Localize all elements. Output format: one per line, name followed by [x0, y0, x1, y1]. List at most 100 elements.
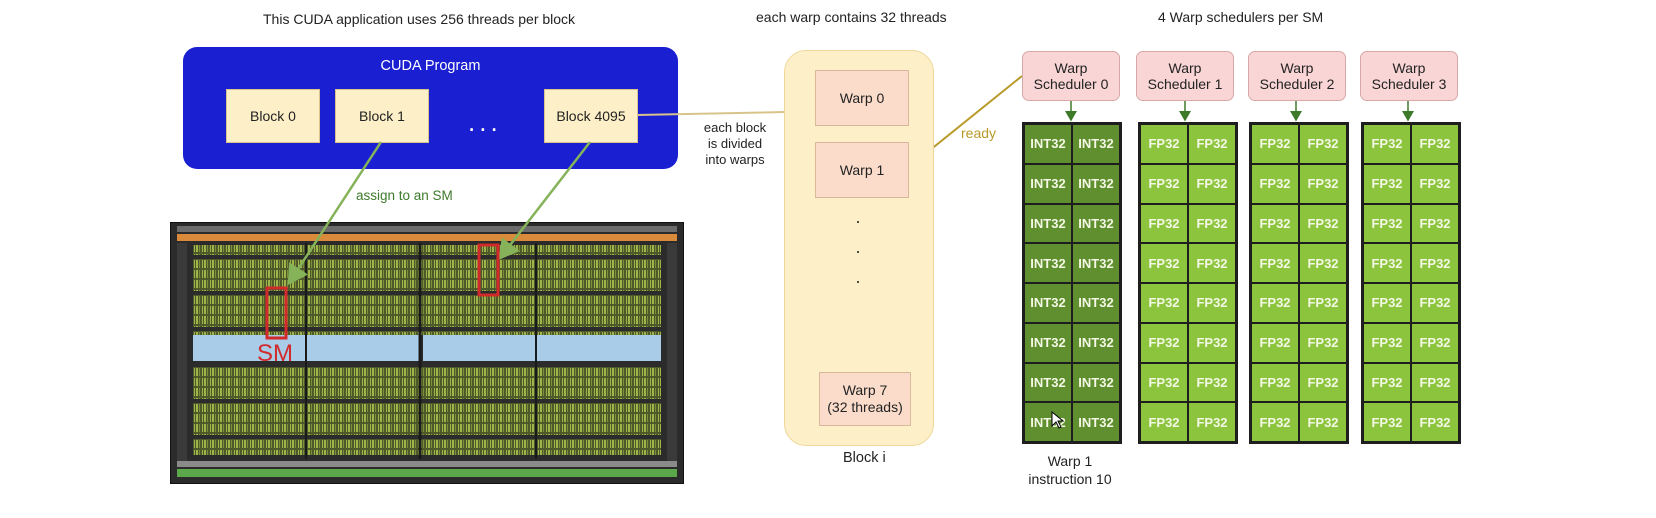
int32-core: INT32	[1073, 244, 1119, 282]
block-ellipsis: ...	[468, 107, 502, 137]
warp-scheduler-0: Warp Scheduler 0	[1022, 51, 1120, 101]
threads-per-block-caption: This CUDA application uses 256 threads p…	[263, 11, 576, 27]
fp32-core: FP32	[1300, 164, 1346, 203]
int32-core: INT32	[1025, 204, 1071, 243]
warp-scheduler-2: Warp Scheduler 2	[1248, 51, 1346, 101]
fp32-core: FP32	[1141, 284, 1187, 322]
fp32-core: FP32	[1300, 323, 1346, 362]
warp-instr-line-2: instruction 10	[1028, 471, 1112, 487]
fp32-core: FP32	[1189, 204, 1235, 243]
int32-core: INT32	[1073, 164, 1119, 203]
block-to-warps-line	[636, 111, 786, 116]
fp32-core: FP32	[1412, 323, 1458, 362]
fp32-core: FP32	[1412, 204, 1458, 243]
fp32-core: FP32	[1412, 363, 1458, 402]
gpu-die-graphic	[171, 223, 683, 483]
fp32-core: FP32	[1412, 164, 1458, 203]
divided-line-2: is divided	[707, 136, 763, 151]
fp32-core: FP32	[1189, 363, 1235, 402]
warp-7-label: Warp 7	[842, 382, 888, 398]
fp32-core: FP32	[1364, 403, 1410, 441]
fp32-core: FP32	[1189, 164, 1235, 203]
fp32-core: FP32	[1252, 284, 1298, 322]
ready-label: ready	[961, 125, 997, 141]
divided-into-warps-label: each block is divided into warps	[690, 120, 780, 168]
fp32-core: FP32	[1189, 403, 1235, 441]
fp32-core: FP32	[1141, 403, 1187, 441]
fp32-core: FP32	[1252, 125, 1298, 163]
warp-7-box: Warp 7 (32 threads)	[819, 372, 911, 426]
assign-arrow-1	[287, 141, 383, 286]
fp32-core: FP32	[1252, 164, 1298, 203]
block-0: Block 0	[226, 89, 320, 143]
fp32-core: FP32	[1252, 323, 1298, 362]
scheduler-2-line1: Warp	[1280, 60, 1314, 76]
fp32-core: FP32	[1141, 164, 1187, 203]
scheduler-3-line2: Scheduler 3	[1371, 76, 1447, 92]
fp32-core: FP32	[1189, 125, 1235, 163]
int32-core: INT32	[1025, 164, 1071, 203]
fp32-core: FP32	[1300, 363, 1346, 402]
fp32-core: FP32	[1141, 204, 1187, 243]
int32-core: INT32	[1025, 125, 1071, 163]
int32-core: INT32	[1025, 244, 1071, 282]
fp32-core: FP32	[1300, 244, 1346, 282]
cuda-program-title: CUDA Program	[380, 58, 481, 74]
fp32-core: FP32	[1364, 284, 1410, 322]
block-4095: Block 4095	[544, 89, 638, 143]
fp32-core: FP32	[1141, 363, 1187, 402]
scheduler-2-line2: Scheduler 2	[1259, 76, 1335, 92]
fp32-core: FP32	[1141, 125, 1187, 163]
warp-1-box: Warp 1	[815, 142, 909, 198]
int32-core: INT32	[1073, 125, 1119, 163]
gpu-die-image	[170, 222, 684, 484]
int32-core: INT32	[1073, 403, 1119, 441]
assign-arrow-2	[498, 141, 591, 260]
fp32-core: FP32	[1364, 244, 1410, 282]
fp32-core: FP32	[1412, 244, 1458, 282]
int32-core: INT32	[1073, 363, 1119, 402]
warp-7-threads: (32 threads)	[827, 399, 903, 415]
warp-0-box: Warp 0	[815, 70, 909, 126]
fp32-core: FP32	[1412, 403, 1458, 441]
scheduler-1-line2: Scheduler 1	[1147, 76, 1223, 92]
fp32-core: FP32	[1300, 125, 1346, 163]
scheduler-0-line1: Warp	[1054, 60, 1088, 76]
fp32-core: FP32	[1412, 125, 1458, 163]
fp32-core: FP32	[1300, 284, 1346, 322]
fp32-core: FP32	[1252, 204, 1298, 243]
fp32-core: FP32	[1364, 164, 1410, 203]
divided-line-3: into warps	[705, 152, 765, 167]
fp32-core: FP32	[1252, 244, 1298, 282]
fp32-core: FP32	[1364, 363, 1410, 402]
fp32-core: FP32	[1364, 125, 1410, 163]
warp-dot-3: ·	[855, 271, 861, 291]
int32-core: INT32	[1025, 323, 1071, 362]
fp32-core: FP32	[1364, 204, 1410, 243]
warp-scheduler-3: Warp Scheduler 3	[1360, 51, 1458, 101]
fp32-core: FP32	[1141, 244, 1187, 282]
fp32-core: FP32	[1252, 363, 1298, 402]
warp-instr-line-1: Warp 1	[1047, 453, 1093, 469]
schedulers-caption: 4 Warp schedulers per SM	[1158, 9, 1324, 25]
warp-dot-2: ·	[855, 241, 861, 261]
int32-core: INT32	[1073, 204, 1119, 243]
warp-dot-1: ·	[855, 211, 861, 231]
fp32-core: FP32	[1364, 323, 1410, 362]
int32-core: INT32	[1073, 284, 1119, 322]
divided-line-1: each block	[703, 120, 767, 135]
scheduler-0-line2: Scheduler 0	[1033, 76, 1109, 92]
block-1: Block 1	[335, 89, 429, 143]
fp32-core: FP32	[1252, 403, 1298, 441]
mouse-cursor-icon	[1051, 411, 1065, 429]
fp32-core: FP32	[1412, 284, 1458, 322]
warp-scheduler-1: Warp Scheduler 1	[1136, 51, 1234, 101]
fp32-core: FP32	[1189, 323, 1235, 362]
fp32-core: FP32	[1300, 204, 1346, 243]
int32-core: INT32	[1025, 363, 1071, 402]
